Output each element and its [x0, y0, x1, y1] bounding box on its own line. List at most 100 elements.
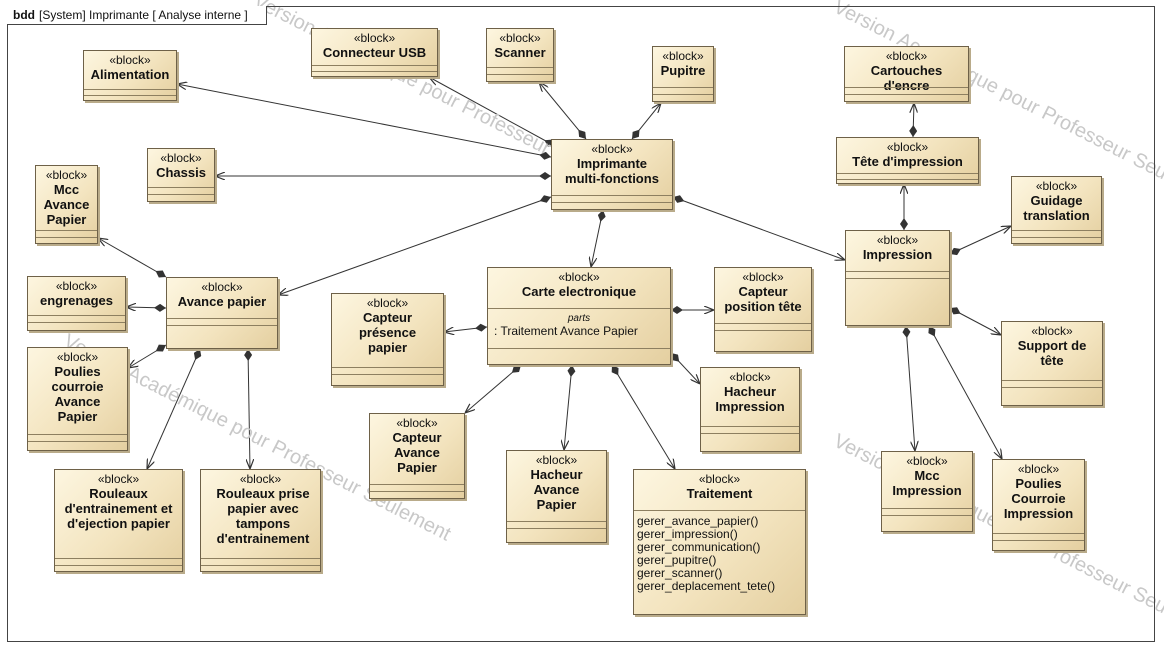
block-support-tete[interactable]: «block» Support de tête — [1001, 321, 1103, 406]
stereotype: «block» — [109, 53, 151, 67]
block-engrenages[interactable]: «block» engrenages — [27, 276, 126, 331]
parts-compartment-value: : Traitement Avance Papier — [494, 324, 638, 338]
separator — [1002, 387, 1102, 388]
separator — [837, 179, 978, 180]
block-rouleaux-entrainement[interactable]: «block» Rouleaux d'entrainement et d'eje… — [54, 469, 183, 572]
block-name: Avance papier — [177, 294, 267, 309]
separator — [487, 67, 553, 68]
separator — [370, 491, 464, 492]
stereotype: «block» — [906, 454, 948, 468]
separator — [36, 230, 97, 231]
block-name: Poulies courroie Avance Papier — [51, 364, 104, 424]
separator — [312, 71, 437, 72]
operation: gerer_deplacement_tete() — [637, 579, 776, 593]
link-imprimante-carte — [591, 209, 603, 267]
link-imprimante-avance — [278, 197, 552, 295]
separator — [845, 94, 968, 95]
stereotype: «block» — [591, 142, 633, 156]
block-guidage[interactable]: «block» Guidage translation — [1011, 176, 1102, 244]
separator — [167, 318, 277, 319]
separator — [28, 441, 127, 442]
separator — [882, 508, 972, 509]
block-poulies-avance[interactable]: «block» Poulies courroie Avance Papier — [27, 347, 128, 451]
block-capteur-avance[interactable]: «block» Capteur Avance Papier — [369, 413, 465, 499]
frame-title: bdd [System] Imprimante [ Analyse interne… — [7, 6, 267, 25]
stereotype: «block» — [535, 453, 578, 467]
block-hacheur-avance[interactable]: «block» Hacheur Avance Papier — [506, 450, 607, 543]
block-mcc-avance-papier[interactable]: «block» Mcc Avance Papier — [35, 165, 98, 244]
link-imprimante-scanner — [539, 82, 587, 140]
parts-compartment-header: parts — [567, 313, 591, 324]
separator — [488, 308, 670, 309]
separator — [332, 374, 443, 375]
block-name: Traitement — [686, 486, 753, 501]
block-alimentation[interactable]: «block» Alimentation — [83, 50, 177, 101]
link-carte-traitement — [611, 364, 675, 469]
link-avance-rouleaux-p — [248, 348, 250, 469]
separator — [1002, 380, 1102, 381]
block-name: Scanner — [494, 45, 546, 60]
separator — [507, 521, 606, 522]
stereotype: «block» — [396, 416, 438, 430]
separator — [634, 510, 805, 511]
stereotype: «block» — [366, 296, 409, 310]
block-impression[interactable]: «block» Impression — [845, 230, 950, 326]
block-chassis[interactable]: «block» Chassis — [147, 148, 215, 202]
stereotype: «block» — [1031, 324, 1073, 338]
separator — [1012, 230, 1101, 231]
block-name: Guidage translation — [1023, 193, 1090, 223]
stereotype: «block» — [97, 472, 140, 486]
link-carte-hacheur-avance — [564, 364, 572, 450]
block-pupitre[interactable]: «block» Pupitre — [652, 46, 714, 102]
block-capteur-position-tete[interactable]: «block» Capteur position tête — [714, 267, 812, 352]
frame-kind: bdd — [13, 8, 35, 22]
block-avance-papier[interactable]: «block» Avance papier — [166, 277, 278, 349]
operation: gerer_avance_papier() — [637, 514, 759, 528]
block-cartouches[interactable]: «block» Cartouches d'encre — [844, 46, 969, 102]
stereotype: «block» — [876, 233, 919, 247]
stereotype: «block» — [885, 49, 928, 63]
separator — [55, 565, 182, 566]
block-carte-electronique[interactable]: «block» Carte electronique parts : Trait… — [487, 267, 671, 365]
block-name: Capteur position tête — [724, 284, 802, 314]
stereotype: «block» — [742, 270, 784, 284]
link-imprimante-pupitre — [631, 103, 661, 140]
block-mcc-impression[interactable]: «block» Mcc Impression — [881, 451, 973, 532]
separator — [28, 322, 125, 323]
separator — [653, 87, 713, 88]
block-connecteur-usb[interactable]: «block» Connecteur USB — [311, 28, 438, 77]
block-traitement[interactable]: «block» Traitement gerer_avance_papier()… — [633, 469, 806, 615]
separator — [148, 194, 214, 195]
block-name: engrenages — [40, 293, 113, 308]
separator — [201, 565, 320, 566]
separator — [487, 74, 553, 75]
stereotype: «block» — [55, 279, 98, 293]
stereotype: «block» — [353, 31, 396, 45]
block-name: Chassis — [156, 165, 206, 180]
separator — [837, 173, 978, 174]
link-carte-capteur-avance — [465, 364, 522, 413]
separator — [1012, 237, 1101, 238]
block-scanner[interactable]: «block» Scanner — [486, 28, 554, 82]
block-imprimante[interactable]: «block» Imprimante multi-fonctions — [551, 139, 673, 210]
block-hacheur-impression[interactable]: «block» Hacheur Impression — [700, 367, 800, 452]
block-name: Mcc Impression — [892, 468, 962, 498]
stereotype: «block» — [662, 49, 704, 63]
block-name: Hacheur Avance Papier — [530, 467, 583, 512]
stereotype: «block» — [729, 370, 771, 384]
block-rouleaux-prise[interactable]: «block» Rouleaux prise papier avec tampo… — [200, 469, 321, 572]
link-avance-rouleaux-e — [147, 348, 200, 469]
separator — [28, 434, 127, 435]
block-name: Impression — [862, 247, 933, 262]
block-name: Support de tête — [1017, 338, 1087, 368]
block-tete-impression[interactable]: «block» Tête d'impression — [836, 137, 979, 184]
stereotype: «block» — [499, 31, 541, 45]
operations-list: gerer_avance_papier() gerer_impression()… — [637, 515, 803, 593]
block-name: Tête d'impression — [852, 154, 963, 169]
block-name: Capteur Avance Papier — [392, 430, 442, 475]
block-capteur-presence[interactable]: «block» Capteur présence papier — [331, 293, 444, 386]
frame-label: [System] Imprimante [ Analyse interne ] — [39, 8, 248, 22]
operation: gerer_communication() — [637, 540, 761, 554]
separator — [507, 528, 606, 529]
block-poulies-impression[interactable]: «block» Poulies Courroie Impression — [992, 459, 1085, 551]
